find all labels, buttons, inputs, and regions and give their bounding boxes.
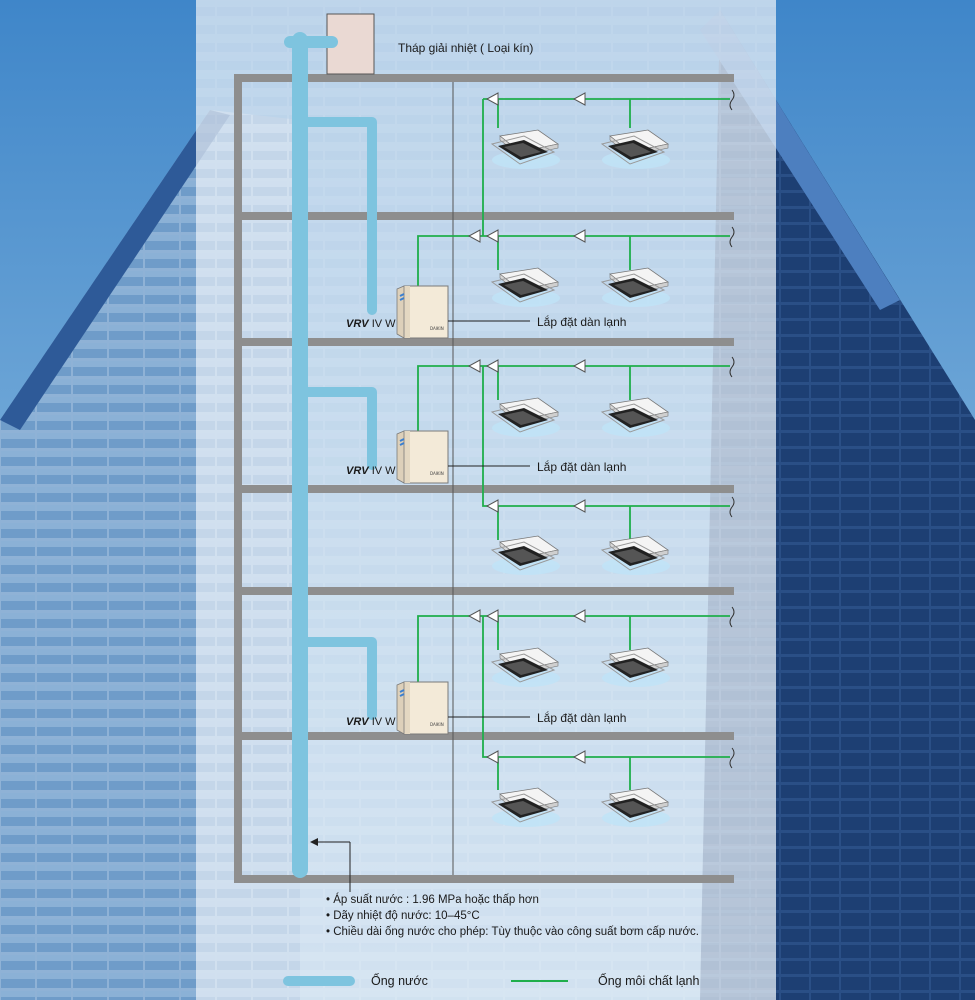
spec-notes: • Áp suất nước : 1.96 MPa hoặc thấp hơn … bbox=[326, 892, 699, 940]
install-indoor-label-2: Lắp đặt dàn lạnh bbox=[537, 460, 627, 474]
install-indoor-label-1: Lắp đặt dàn lạnh bbox=[537, 315, 627, 329]
vrv-units bbox=[396, 285, 449, 735]
legend-refrigerant-pipe-label: Ống môi chất lạnh bbox=[598, 974, 700, 988]
vrv-unit-label-1: VRV IV W bbox=[346, 318, 396, 330]
note-pipe-length: • Chiều dài ống nước cho phép: Tùy thuộc… bbox=[326, 926, 699, 938]
install-indoor-label-3: Lắp đặt dàn lạnh bbox=[537, 711, 627, 725]
note-temperature: • Dãy nhiệt độ nước: 10–45°C bbox=[326, 910, 480, 922]
water-pipes bbox=[284, 32, 377, 878]
vrv-unit-label-2: VRV IV W bbox=[346, 465, 396, 477]
refrigerant-pipes bbox=[417, 98, 730, 790]
vrv-unit-label-3: VRV IV W bbox=[346, 716, 396, 728]
building-frame bbox=[234, 74, 734, 883]
cooling-tower-label: Tháp giải nhiệt ( Loại kín) bbox=[398, 41, 534, 55]
legend-water-pipe-label: Ống nước bbox=[371, 974, 428, 988]
callout-lines bbox=[314, 320, 530, 892]
note-pressure: • Áp suất nước : 1.96 MPa hoặc thấp hơn bbox=[326, 894, 539, 906]
pipe-break-symbols bbox=[729, 89, 735, 769]
arrow-head bbox=[310, 838, 318, 846]
